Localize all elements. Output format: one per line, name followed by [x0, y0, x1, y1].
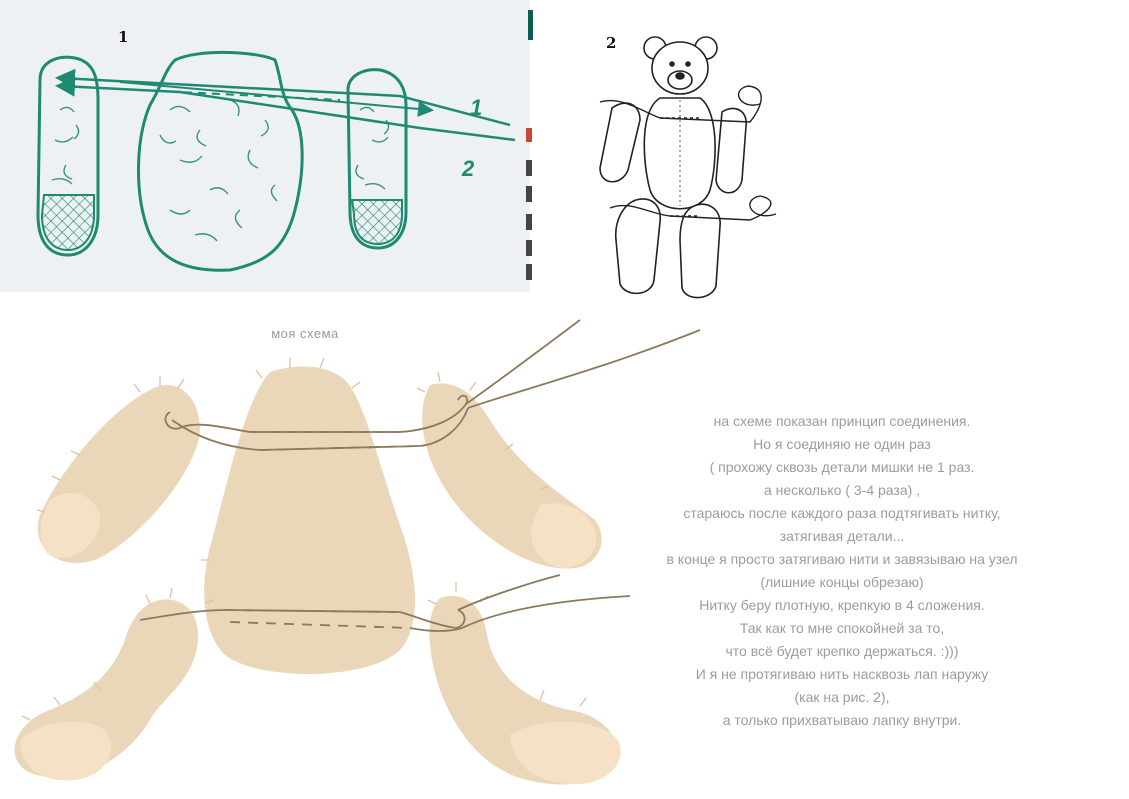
note-line: в конце я просто затягиваю нити и завязы…: [572, 548, 1112, 571]
teddy-body: [644, 98, 715, 209]
note-line: Нитку беру плотную, крепкую в 4 сложения…: [572, 594, 1112, 617]
note-line: на схеме показан принцип соединения.: [572, 410, 1112, 433]
left-leg-piece: [15, 599, 199, 780]
instruction-note: на схеме показан принцип соединения. Но …: [572, 410, 1112, 732]
figure-1-drawing: [38, 52, 515, 270]
note-line: (лишние концы обрезаю): [572, 571, 1112, 594]
note-line: а только прихватываю лапку внутри.: [572, 709, 1112, 732]
note-line: затягивая детали...: [572, 525, 1112, 548]
scheme-caption: моя схема: [240, 326, 370, 341]
figure-2-teddy: [600, 37, 746, 298]
note-line: (как на рис. 2),: [572, 686, 1112, 709]
note-line: что всё будет крепко держаться. :))): [572, 640, 1112, 663]
note-line: Так как то мне спокойней за то,: [572, 617, 1112, 640]
left-arm-piece: [38, 385, 200, 563]
note-line: стараюсь после каждого раза подтягивать …: [572, 502, 1112, 525]
teddy-left-arm: [600, 103, 640, 182]
note-line: Но я соединяю не один раз: [572, 433, 1112, 456]
figure-2-number: 2: [606, 34, 616, 52]
thread-label-1: 1: [470, 95, 482, 120]
teddy-left-leg: [616, 199, 660, 293]
figure-1-number: 1: [118, 28, 128, 46]
thread-label-2: 2: [461, 156, 475, 181]
note-line: ( прохожу сквозь детали мишки не 1 раз.: [572, 456, 1112, 479]
note-line: а несколько ( 3-4 раза) ,: [572, 479, 1112, 502]
note-line: И я не протягиваю нить насквозь лап нару…: [572, 663, 1112, 686]
